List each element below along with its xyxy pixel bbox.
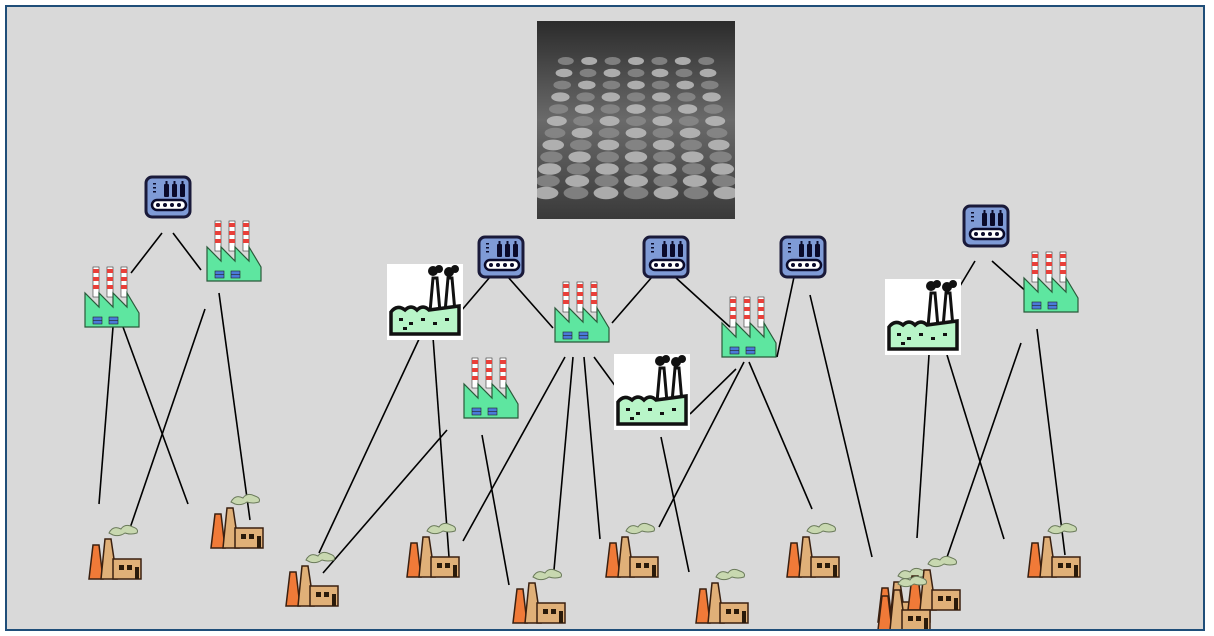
conveyor-icon (962, 204, 1010, 248)
conveyor-icon (779, 235, 827, 279)
smoke-factory-icon (614, 354, 690, 430)
conveyor-icon (477, 235, 525, 279)
green-plant-icon (1022, 248, 1080, 314)
connection-line-c3-g3 (611, 276, 653, 324)
connection-line-s1-o3 (318, 336, 421, 554)
orange-plant-icon (83, 521, 143, 581)
smoke-factory-icon (387, 264, 463, 340)
green-plant-icon (720, 293, 778, 359)
connection-line-c1-g1 (130, 232, 163, 274)
orange-plant-icon (1022, 519, 1082, 579)
connection-line-s1-o4 (432, 336, 450, 558)
connection-line-g5-o6 (658, 361, 745, 528)
connection-line-s3-o10 (916, 354, 930, 539)
orange-plant-icon (280, 548, 340, 608)
connection-line-c4-g5 (776, 276, 795, 358)
connection-line-s2-g5 (689, 368, 737, 415)
connection-line-g3-o6 (553, 356, 574, 571)
orange-plant-icon (401, 519, 461, 579)
green-plant-icon (462, 354, 520, 420)
connection-line-g4-o3 (322, 429, 448, 574)
connection-line-c1-g2 (172, 232, 202, 271)
factory-floor-photo (537, 21, 735, 219)
diagram-canvas (5, 5, 1205, 631)
connection-line-g1-o2 (122, 326, 189, 505)
connection-line-c3-g5 (674, 276, 731, 328)
conveyor-icon (144, 175, 192, 219)
connection-line-g2-o1 (127, 308, 206, 535)
connection-line-g3-o4 (462, 356, 566, 542)
smoke-factory-icon (885, 279, 961, 355)
green-plant-icon (205, 217, 263, 283)
connection-line-c2-g3 (507, 276, 554, 329)
orange-plant-icon (872, 572, 932, 629)
orange-plant-icon (781, 519, 841, 579)
connection-line-g3-o7 (583, 356, 601, 540)
connection-line-g5-o9 (748, 361, 813, 510)
connection-line-s3-o11 (946, 354, 1005, 540)
connection-line-g3-s2 (593, 356, 617, 388)
conveyor-icon (642, 235, 690, 279)
green-plant-icon (83, 263, 141, 329)
green-plant-icon (553, 278, 611, 344)
connection-lines (98, 232, 1066, 586)
connection-line-s2-o8 (660, 436, 690, 573)
connection-line-c4-o12 (809, 294, 873, 558)
orange-plant-icon (507, 565, 567, 625)
connection-line-g6-o10 (944, 342, 1022, 564)
orange-plant-icon (205, 490, 265, 550)
orange-plant-icon (690, 565, 750, 625)
connection-line-c5-g6 (991, 260, 1030, 295)
orange-plant-icon (600, 519, 660, 579)
connection-line-g6-o11 (1036, 328, 1066, 556)
connection-line-g4-o5 (481, 434, 510, 586)
connection-line-g1-o1 (98, 326, 114, 505)
connection-line-g2-o2 (218, 292, 251, 521)
